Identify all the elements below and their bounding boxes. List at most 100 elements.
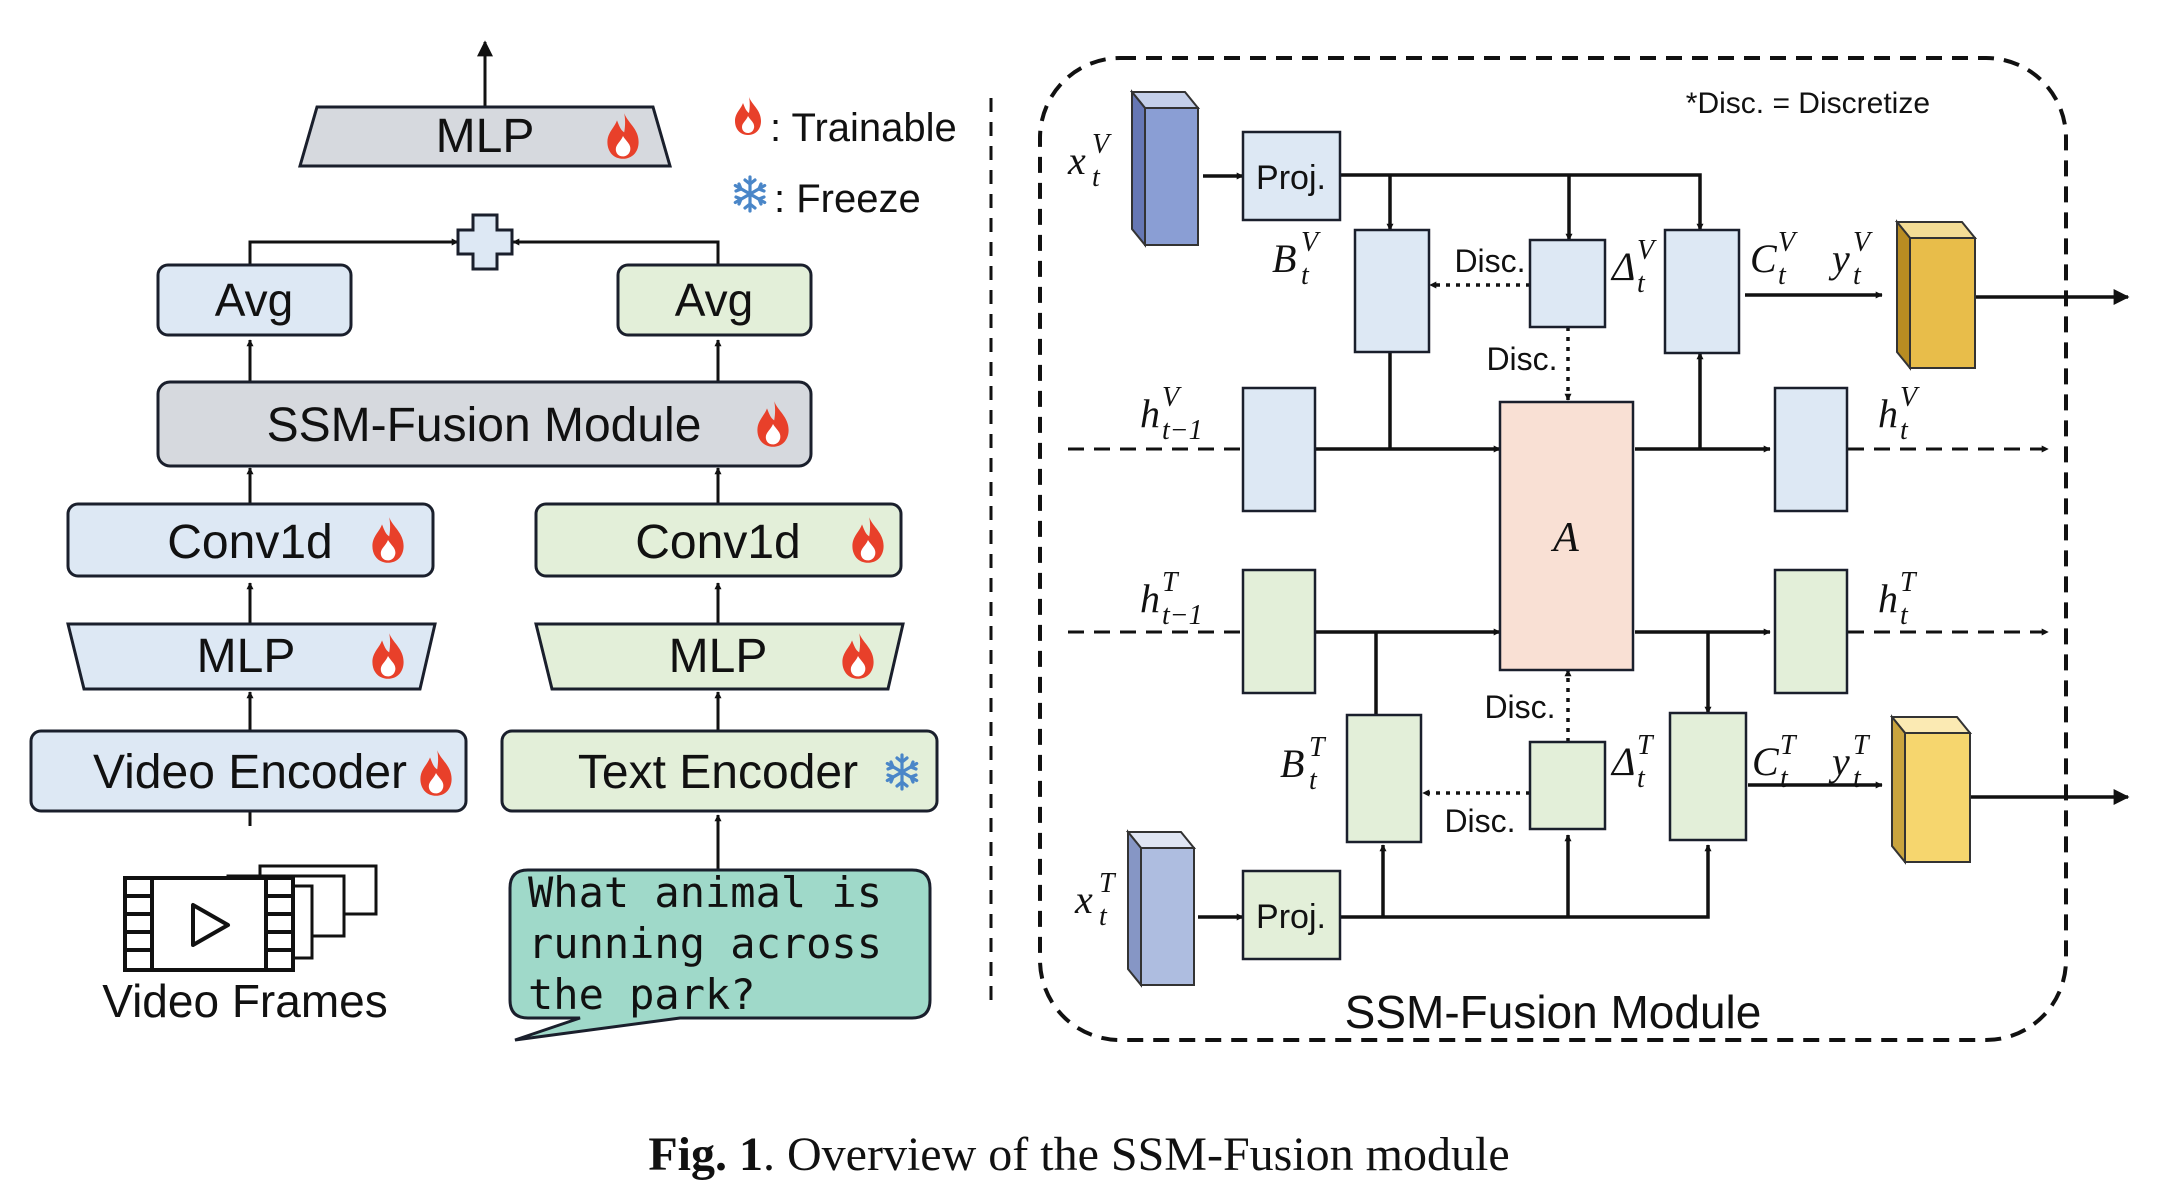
svg-text:t: t [1780, 763, 1789, 794]
svg-text:V: V [1092, 129, 1112, 160]
snowflake-icon [733, 175, 767, 213]
svg-text:B: B [1280, 741, 1304, 786]
svg-text:T: T [1637, 730, 1655, 761]
input-video-cube [1129, 89, 1201, 248]
hprev-text-box [1241, 568, 1317, 695]
a-matrix-label: A [1550, 515, 1579, 561]
svg-text:t: t [1853, 260, 1862, 291]
x-v-label: x t V [1067, 129, 1112, 193]
caption-bold: Fig. 1 [648, 1128, 763, 1181]
svg-text:t: t [1309, 765, 1318, 796]
svg-text:t: t [1099, 901, 1108, 932]
output-video-cube [1894, 219, 1978, 371]
avg-video-block: Avg [156, 263, 353, 337]
h-video-box [1773, 386, 1849, 513]
avg-text-label: Avg [675, 274, 753, 326]
svg-text:t: t [1778, 260, 1787, 291]
legend-freeze-label: : Freeze [774, 177, 921, 221]
mlp-text-block: MLP [534, 622, 905, 691]
ssm-connectors [1198, 172, 2130, 921]
legend-trainable-label: : Trainable [770, 106, 957, 150]
svg-text:Δ: Δ [1610, 244, 1635, 289]
y-t-label: y t T [1828, 730, 1871, 794]
delta-v-label: Δ t V [1610, 235, 1657, 299]
svg-text:t−1: t−1 [1162, 415, 1203, 446]
h-t-label: h t T [1878, 567, 1918, 631]
conv-video-label: Conv1d [167, 516, 332, 569]
disc-label-video-b: Disc. [1454, 243, 1525, 279]
disc-label-text-a: Disc. [1484, 689, 1555, 725]
hprev-v-label: h t−1 V [1140, 382, 1203, 446]
h-text-box [1773, 568, 1849, 695]
video-encoder-label: Video Encoder [93, 746, 407, 799]
svg-text:x: x [1074, 877, 1093, 922]
svg-text:t−1: t−1 [1162, 600, 1203, 631]
ssm-boxes [1241, 130, 1849, 961]
conv-text-label: Conv1d [635, 516, 800, 569]
b-video-box [1353, 228, 1431, 354]
question-line-3: the park? [528, 970, 756, 1019]
figure-caption: Fig. 1. Overview of the SSM-Fusion modul… [648, 1128, 1509, 1181]
svg-text:t: t [1637, 763, 1646, 794]
ssm-fusion-block: SSM-Fusion Module [156, 380, 813, 468]
proj-video-label: Proj. [1256, 159, 1326, 197]
svg-text:t: t [1900, 600, 1909, 631]
a-matrix-box [1498, 400, 1635, 672]
svg-text:T: T [1099, 868, 1117, 899]
ssm-module-border [1038, 56, 2068, 1042]
svg-text:V: V [1853, 227, 1873, 258]
svg-text:h: h [1140, 576, 1160, 621]
top-mlp-block: MLP [298, 105, 672, 168]
mlp-video-block: MLP [66, 622, 437, 691]
b-v-label: B t V [1272, 227, 1321, 291]
c-v-label: C t V [1750, 227, 1798, 291]
avg-text-block: Avg [616, 263, 813, 337]
conv-text-block: Conv1d [534, 502, 903, 578]
mlp-text-label: MLP [669, 630, 768, 683]
question-line-2: running across [528, 919, 882, 968]
disc-connectors [1422, 281, 1572, 797]
question-line-1: What animal is [528, 868, 882, 917]
disc-note: *Disc. = Discretize [1686, 87, 1930, 120]
state-lines [1068, 445, 2049, 636]
svg-text:V: V [1162, 382, 1182, 413]
svg-text:h: h [1140, 391, 1160, 436]
question-bubble: What animal is running across the park? [508, 868, 932, 1042]
svg-text:T: T [1309, 732, 1327, 763]
svg-text:T: T [1162, 567, 1180, 598]
svg-text:h: h [1878, 576, 1898, 621]
proj-text-box [1241, 869, 1342, 961]
svg-text:C: C [1752, 739, 1780, 784]
svg-text:V: V [1900, 382, 1920, 413]
svg-text:y: y [1828, 236, 1850, 281]
output-text-cube [1889, 714, 1973, 865]
avg-video-label: Avg [215, 274, 293, 326]
ssm-module-detail: *Disc. = Discretize SSM-Fusion Module [1038, 56, 2130, 1042]
svg-text:Δ: Δ [1610, 739, 1635, 784]
svg-text:t: t [1637, 268, 1646, 299]
delta-text-box [1528, 740, 1607, 831]
proj-text-label: Proj. [1256, 898, 1326, 936]
video-encoder-block: Video Encoder [29, 729, 468, 813]
svg-text:t: t [1900, 415, 1909, 446]
proj-video-box [1241, 130, 1342, 222]
svg-text:T: T [1780, 730, 1798, 761]
svg-text:t: t [1092, 162, 1101, 193]
delta-video-box [1528, 238, 1607, 329]
x-t-label: x t T [1074, 868, 1117, 932]
math-labels: x t V x t T B t V B t T Δ t V [1067, 129, 1920, 932]
svg-text:h: h [1878, 391, 1898, 436]
hprev-t-label: h t−1 T [1140, 567, 1203, 631]
left-pipeline-arrows [246, 40, 722, 872]
svg-text:V: V [1637, 235, 1657, 266]
y-v-label: y t V [1828, 227, 1873, 291]
c-text-box [1668, 711, 1748, 842]
svg-text:B: B [1272, 236, 1296, 281]
sum-plus-icon [456, 213, 514, 271]
svg-text:V: V [1301, 227, 1321, 258]
conv-video-block: Conv1d [66, 502, 435, 578]
mlp-video-label: MLP [197, 630, 296, 683]
video-frames-label: Video Frames [102, 975, 388, 1027]
svg-text:T: T [1900, 567, 1918, 598]
